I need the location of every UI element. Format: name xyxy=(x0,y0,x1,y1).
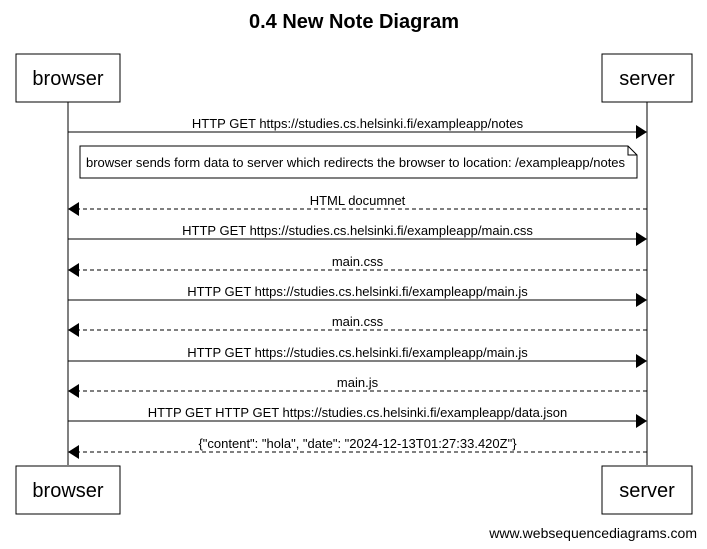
message-3: HTML documnet xyxy=(68,193,647,216)
browser-actor-top: browser xyxy=(15,53,121,103)
message-10: HTTP GET HTTP GET https://studies.cs.hel… xyxy=(68,405,647,428)
message-label: main.css xyxy=(332,314,384,329)
message-11: {"content": "hola", "date": "2024-12-13T… xyxy=(68,436,647,459)
message-1: HTTP GET https://studies.cs.helsinki.fi/… xyxy=(68,116,647,139)
server-actor-top-label: server xyxy=(619,68,675,90)
note: browser sends form data to server which … xyxy=(79,145,638,179)
arrowhead-icon xyxy=(68,445,79,459)
browser-actor-bottom-label: browser xyxy=(32,480,103,502)
arrowhead-icon xyxy=(636,125,647,139)
browser-actor-bottom: browser xyxy=(15,465,121,515)
arrowhead-icon xyxy=(636,232,647,246)
message-label: HTTP GET https://studies.cs.helsinki.fi/… xyxy=(182,223,533,238)
message-label: HTTP GET https://studies.cs.helsinki.fi/… xyxy=(187,284,528,299)
message-label: main.js xyxy=(337,375,379,390)
message-label: HTTP GET HTTP GET https://studies.cs.hel… xyxy=(148,405,568,420)
server-actor-bottom-label: server xyxy=(619,480,675,502)
sequence-steps: HTTP GET https://studies.cs.helsinki.fi/… xyxy=(68,116,647,459)
message-7: main.css xyxy=(68,314,647,337)
arrowhead-icon xyxy=(68,263,79,277)
message-8: HTTP GET https://studies.cs.helsinki.fi/… xyxy=(68,345,647,368)
note-text: browser sends form data to server which … xyxy=(86,155,626,170)
watermark-text: www.websequencediagrams.com xyxy=(488,525,697,541)
message-5: main.css xyxy=(68,254,647,277)
arrowhead-icon xyxy=(636,354,647,368)
message-4: HTTP GET https://studies.cs.helsinki.fi/… xyxy=(68,223,647,246)
arrowhead-icon xyxy=(68,202,79,216)
diagram-title: 0.4 New Note Diagram xyxy=(249,11,459,33)
server-actor-top: server xyxy=(601,53,693,103)
browser-actor-top-label: browser xyxy=(32,68,103,90)
note-fold-icon xyxy=(627,146,637,156)
message-label: HTTP GET https://studies.cs.helsinki.fi/… xyxy=(192,116,524,131)
message-label: HTTP GET https://studies.cs.helsinki.fi/… xyxy=(187,345,528,360)
message-9: main.js xyxy=(68,375,647,398)
arrowhead-icon xyxy=(636,293,647,307)
message-label: {"content": "hola", "date": "2024-12-13T… xyxy=(198,436,517,451)
note-box xyxy=(79,145,638,179)
arrowhead-icon xyxy=(68,384,79,398)
message-label: HTML documnet xyxy=(310,193,406,208)
arrowhead-icon xyxy=(636,414,647,428)
message-label: main.css xyxy=(332,254,384,269)
message-6: HTTP GET https://studies.cs.helsinki.fi/… xyxy=(68,284,647,307)
arrowhead-icon xyxy=(68,323,79,337)
server-actor-bottom: server xyxy=(601,465,693,515)
